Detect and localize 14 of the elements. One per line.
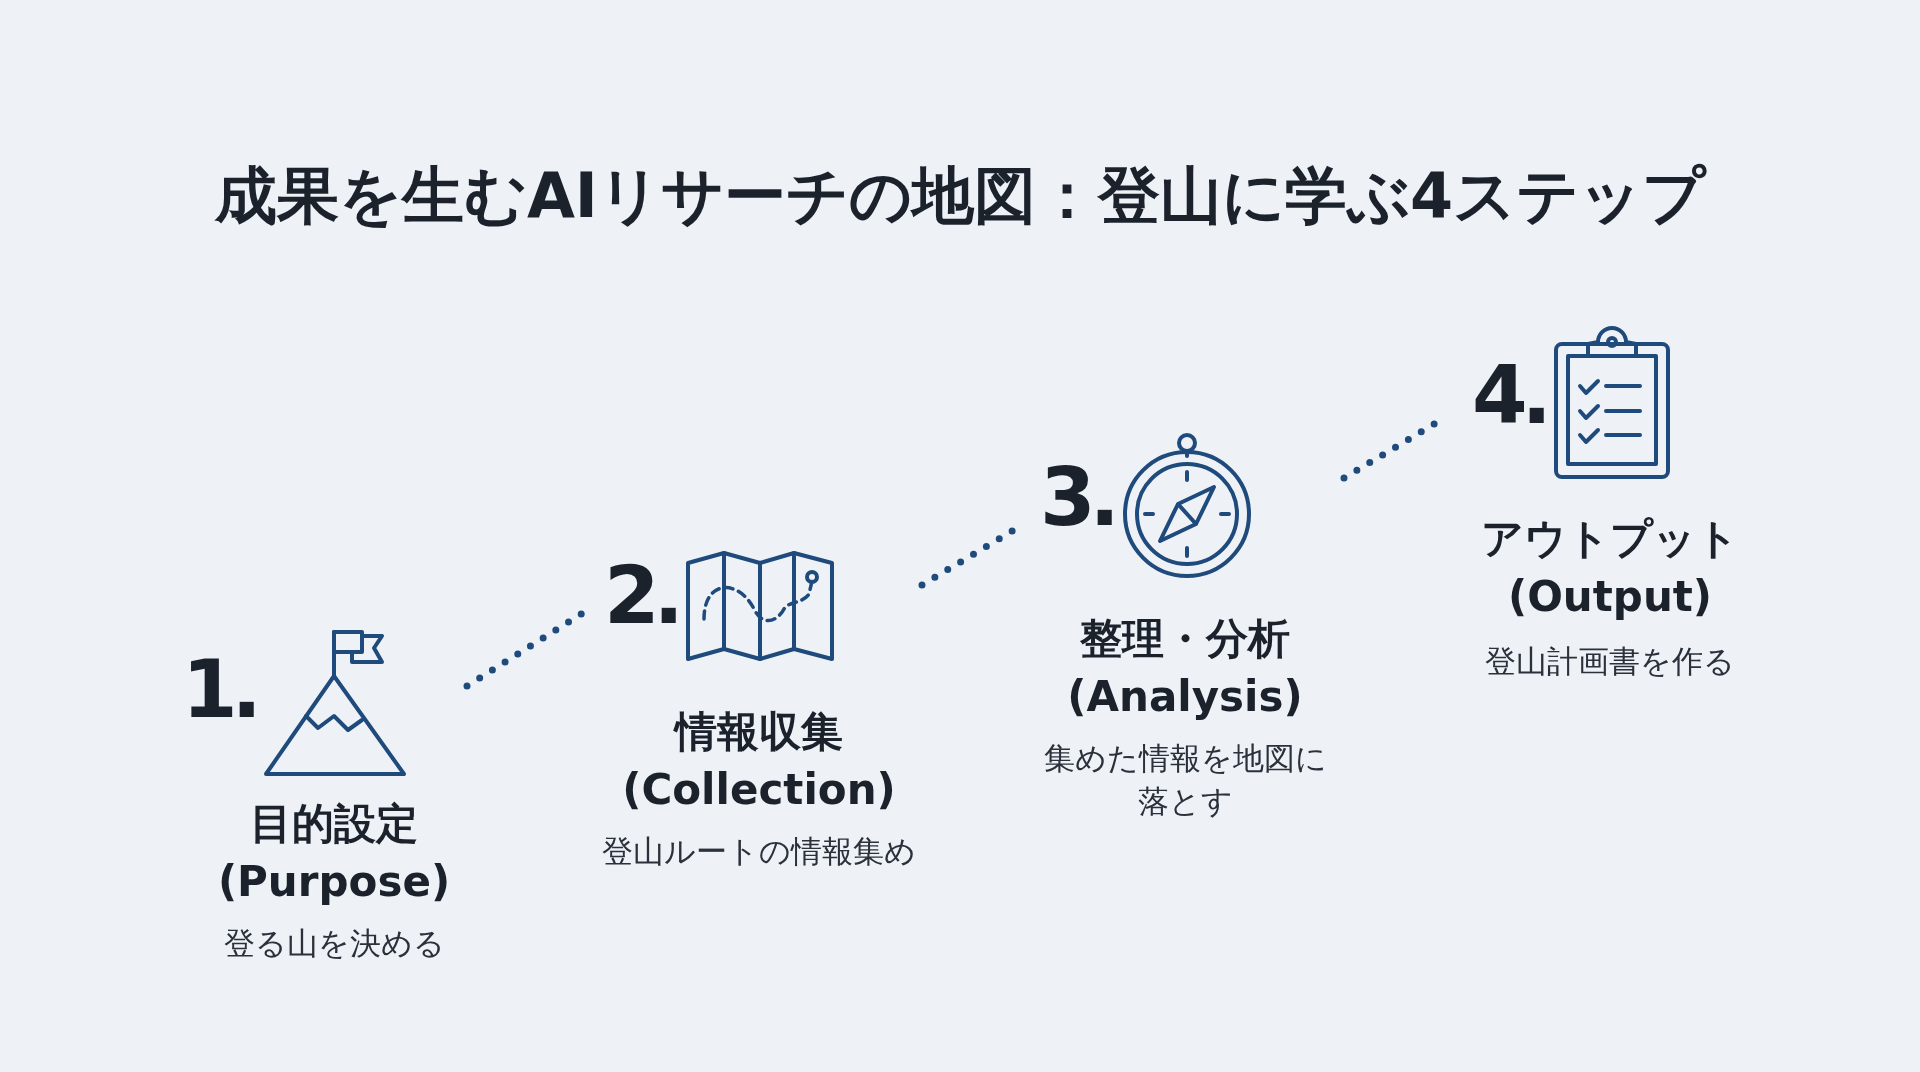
step-heading: 整理・分析 (Analysis) bbox=[1066, 613, 1304, 723]
step-description: 登山計画書を作る bbox=[1484, 642, 1736, 681]
step-heading: 目的設定 (Purpose) bbox=[216, 798, 452, 908]
step-description: 集めた情報を地図に落とす bbox=[1042, 739, 1328, 821]
step-number: 2. bbox=[603, 556, 678, 636]
step-description: 登山ルートの情報集め bbox=[601, 832, 917, 871]
title: 成果を生むAIリサーチの地図：登山に学ぶ4ステップ bbox=[213, 158, 1708, 234]
step-description: 登る山を決める bbox=[222, 924, 446, 963]
step-number: 4. bbox=[1471, 356, 1546, 436]
dotted-connector bbox=[918, 526, 1018, 589]
step-number: 3. bbox=[1039, 458, 1114, 538]
step-heading: アウトプット (Output) bbox=[1480, 513, 1740, 623]
step-heading: 情報収集 (Collection) bbox=[621, 706, 897, 816]
step-number: 1. bbox=[181, 650, 256, 730]
